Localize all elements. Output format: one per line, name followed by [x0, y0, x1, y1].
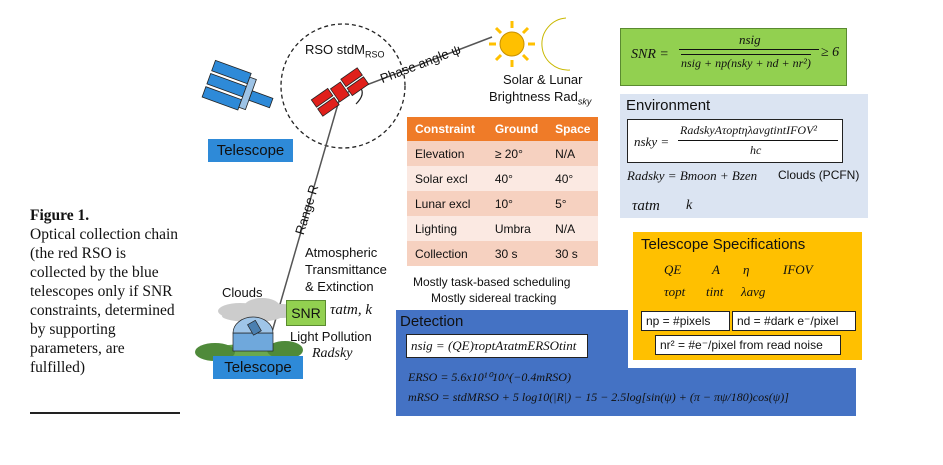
tracking-note: Mostly sidereal tracking [431, 291, 557, 305]
table-cell: Lunar excl [407, 191, 487, 216]
telescope-label-bottom: Telescope [213, 356, 303, 379]
table-cell: 40° [547, 166, 598, 191]
table-cell: 5° [547, 191, 598, 216]
param-t-int: tint [706, 284, 724, 299]
table-cell: N/A [547, 141, 598, 166]
snr-equation-box: SNR = nsig nsig + np(nsky + nd + nr²) ≥ … [620, 28, 847, 86]
table-header: Space [547, 117, 598, 141]
sun-icon [489, 21, 535, 67]
rso-orbit-circle [280, 23, 406, 149]
tau-k-label: τatm, k [330, 302, 373, 318]
table-cell: Solar excl [407, 166, 487, 191]
table-row: Elevation ≥ 20° N/A [407, 141, 598, 166]
erso-equation: ERSO = 5.6x10¹⁰10^(−0.4mRSO) [408, 370, 571, 384]
caption-rule [30, 412, 180, 414]
detection-title: Detection [400, 313, 464, 330]
constraint-table: Constraint Ground Space Elevation ≥ 20° … [407, 117, 598, 266]
table-cell: 40° [486, 166, 548, 191]
table-cell: Collection [407, 241, 487, 266]
param-tau-opt: τopt [664, 284, 686, 299]
nsky-eq-lhs: nsky = [634, 134, 670, 149]
table-cell: Elevation [407, 141, 487, 166]
atmos-label-3: & Extinction [305, 279, 374, 294]
snr-eq-lhs: SNR = [631, 47, 669, 62]
atmos-label-1: Atmospheric [305, 245, 378, 260]
nr-definition: nr² = #e⁻/pixel from read noise [655, 335, 841, 355]
snr-small-badge: SNR [286, 300, 326, 326]
space-telescope-icon [201, 59, 274, 111]
table-cell: 30 s [486, 241, 548, 266]
table-cell: ≥ 20° [486, 141, 548, 166]
param-eta: η [743, 262, 750, 277]
table-cell: 10° [486, 191, 548, 216]
range-line [271, 96, 341, 333]
scheduling-note: Mostly task-based scheduling [413, 275, 571, 289]
telescope-specs-title: Telescope Specifications [641, 236, 806, 253]
brightness-label: Brightness Radsky [489, 89, 592, 107]
k-label: k [686, 198, 693, 213]
table-header: Constraint [407, 117, 487, 141]
table-cell: Lighting [407, 216, 487, 241]
param-qe: QE [664, 262, 682, 277]
table-row: Solar excl 40° 40° [407, 166, 598, 191]
snr-eq-numerator: nsig [739, 32, 761, 47]
telescope-label-top: Telescope [208, 139, 293, 162]
light-pollution-label: Light Pollution [290, 329, 372, 344]
solar-lunar-label: Solar & Lunar [503, 72, 583, 87]
rad-sky-equation: Radsky = Bmoon + Bzen [627, 168, 758, 183]
table-row: Lunar excl 10° 5° [407, 191, 598, 216]
figure-caption: Figure 1. Optical collection chain (the … [30, 206, 182, 377]
phase-line [347, 36, 493, 93]
param-lambda-avg: λavg [741, 284, 766, 299]
table-row: Lighting Umbra N/A [407, 216, 598, 241]
snr-eq-threshold: ≥ 6 [821, 45, 840, 60]
fraction-bar [678, 140, 838, 141]
environment-title: Environment [626, 97, 711, 114]
snr-eq-denominator: nsig + np(nsky + nd + nr²) [681, 54, 811, 70]
table-cell: N/A [547, 216, 598, 241]
table-row: Collection 30 s 30 s [407, 241, 598, 266]
clouds-label: Clouds [222, 285, 263, 300]
rso-label: RSO stdMRSO [305, 42, 385, 60]
param-ifov: IFOV [783, 262, 813, 277]
table-header-row: Constraint Ground Space [407, 117, 598, 141]
mrso-equation: mRSO = stdMRSO + 5 log10(|R|) − 15 − 2.5… [408, 390, 789, 404]
nsig-equation-box: nsig = (QE)τoptAτatmERSOtint [406, 334, 588, 358]
detection-box: Detection nsig = (QE)τoptAτatmERSOtint [396, 310, 628, 370]
caption-title: Figure 1. [30, 207, 90, 224]
fraction-bar [679, 49, 819, 50]
rso-satellite-icon [310, 67, 370, 117]
nsig-equation: nsig = (QE)τoptAτatmERSOtint [411, 338, 577, 353]
telescope-specs-box: Telescope Specifications QE A η IFOV τop… [633, 232, 862, 360]
clouds-icon [218, 298, 298, 322]
nsky-eq-denominator: hc [750, 143, 762, 157]
nsky-equation-box: nsky = RadskyAτoptηλavgtintIFOV² hc [627, 119, 843, 163]
nd-definition: nd = #dark e⁻/pixel [732, 311, 856, 331]
caption-text: Optical collection chain (the red RSO is… [30, 226, 179, 376]
table-cell: 30 s [547, 241, 598, 266]
tau-atm-label: τatm [632, 198, 660, 214]
atmos-label-2: Transmittance [305, 262, 387, 277]
detection-equations-box: ERSO = 5.6x10¹⁰10^(−0.4mRSO) mRSO = stdM… [396, 368, 856, 416]
table-header: Ground [486, 117, 548, 141]
clouds-pcfn-label: Clouds (PCFN) [778, 168, 860, 182]
rad-sky-label: Radsky [312, 346, 353, 361]
environment-box: Environment nsky = RadskyAτoptηλavgtintI… [620, 94, 868, 218]
nsky-eq-numerator: RadskyAτoptηλavgtintIFOV² [680, 123, 818, 137]
moon-icon [541, 17, 571, 71]
np-definition: np = #pixels [641, 311, 730, 331]
param-a: A [712, 262, 720, 277]
table-cell: Umbra [486, 216, 548, 241]
